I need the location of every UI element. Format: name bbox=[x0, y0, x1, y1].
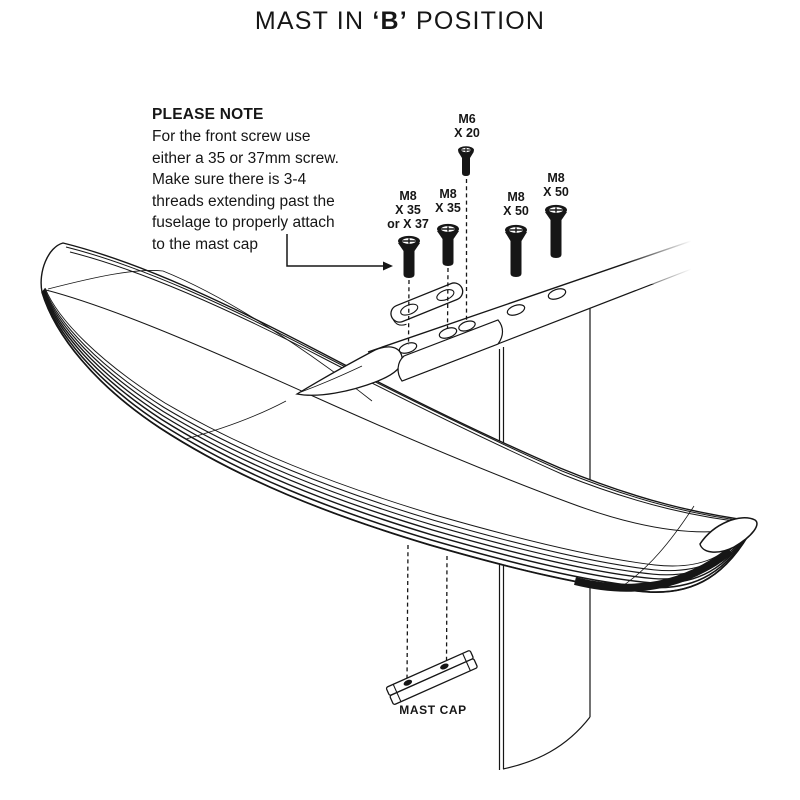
fuselage-fadeout bbox=[624, 224, 708, 284]
note-line: For the front screw use bbox=[152, 128, 311, 145]
title-emphasis: ‘B’ bbox=[372, 7, 408, 35]
screws bbox=[398, 146, 567, 278]
front-wing bbox=[40, 242, 758, 593]
note-line: Make sure there is 3-4 bbox=[152, 171, 307, 188]
mast-bottom-edge bbox=[502, 716, 591, 770]
trailing-edge-lines bbox=[45, 246, 753, 533]
page-title: MAST IN ‘B’ POSITION bbox=[254, 7, 546, 35]
note-pointer-arrow bbox=[286, 234, 393, 271]
note-line: fuselage to properly attach bbox=[152, 214, 335, 231]
note-line: to the mast cap bbox=[152, 235, 258, 253]
fuselage-holes bbox=[398, 288, 567, 354]
mast-cap-label: MAST CAP bbox=[399, 703, 467, 717]
please-note-block: PLEASE NOTE For the front screw use eith… bbox=[152, 106, 382, 255]
alignment-dashed-lines bbox=[406, 179, 468, 682]
track-plate bbox=[390, 282, 464, 326]
wing-outline bbox=[40, 242, 754, 593]
fuselage bbox=[295, 224, 708, 396]
right-wingtip bbox=[699, 517, 758, 553]
wingtip-shadow bbox=[574, 547, 733, 592]
surface-contours bbox=[47, 270, 695, 590]
mast-cap bbox=[385, 650, 478, 705]
mast-collar bbox=[397, 319, 504, 382]
screw-m8-x50-a bbox=[505, 224, 527, 277]
screw-m8-x35-or-x37 bbox=[398, 235, 420, 278]
note-heading: PLEASE NOTE bbox=[152, 106, 264, 123]
screw-m6-x20 bbox=[458, 146, 474, 176]
note-line: either a 35 or 37mm screw. bbox=[152, 149, 339, 167]
screw-m8-x50-b bbox=[545, 204, 567, 258]
screw-m8-x35 bbox=[437, 223, 459, 266]
note-line: threads extending past the bbox=[152, 192, 335, 210]
